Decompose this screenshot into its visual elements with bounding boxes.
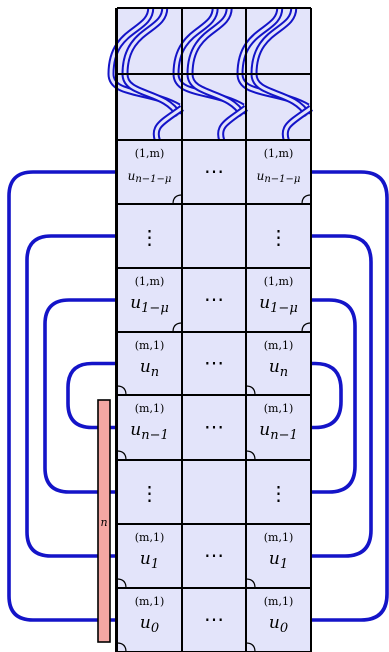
cell-label: u0 xyxy=(140,613,159,636)
corner-marker xyxy=(116,450,127,461)
cell-superscript: (1,m) xyxy=(135,147,165,160)
left-arc-outer xyxy=(7,170,117,622)
right-arc-outer xyxy=(311,170,389,622)
operator-label: n xyxy=(100,516,107,529)
cell-label: un−1−μ xyxy=(128,169,172,185)
cell-superscript: (m,1) xyxy=(135,595,165,608)
horizontal-ellipsis: ⋯ xyxy=(204,351,224,375)
operator-box xyxy=(97,399,111,643)
cell-superscript: (m,1) xyxy=(264,339,294,352)
cell-label: un−1−μ xyxy=(257,169,301,185)
vertical-ellipsis: ⋮ xyxy=(269,225,289,249)
corner-marker xyxy=(116,578,127,589)
cell-superscript: (1,m) xyxy=(264,147,294,160)
horizontal-ellipsis: ⋯ xyxy=(204,415,224,439)
cell-superscript: (1,m) xyxy=(135,275,165,288)
corner-marker xyxy=(245,450,256,461)
cell-superscript: (m,1) xyxy=(264,402,294,415)
cell-labels-layer: (1,m) un−1−μ (1,m) un−1−μ ⋯ ⋮ ⋮ (1,m) u1−μ (1,m) u… xyxy=(116,147,312,652)
vertical-ellipsis: ⋮ xyxy=(140,481,160,505)
cell-background-layer xyxy=(117,8,311,652)
corner-marker xyxy=(172,194,183,205)
vertical-ellipsis: ⋮ xyxy=(140,225,160,249)
horizontal-ellipsis: ⋯ xyxy=(204,543,224,567)
cell-label: un xyxy=(269,357,288,380)
crossing-tail-inner xyxy=(154,106,183,141)
corner-marker xyxy=(116,385,127,396)
operator-box-layer: n xyxy=(97,399,111,643)
cell-label: u1−μ xyxy=(130,293,169,316)
cell-background xyxy=(117,8,311,652)
cell-label: u1 xyxy=(140,549,159,572)
cell-label: un−1 xyxy=(259,420,298,443)
right-arc-inner xyxy=(311,361,343,430)
corner-marker xyxy=(245,578,256,589)
crossing-tail-inner xyxy=(219,106,247,141)
horizontal-ellipsis: ⋯ xyxy=(204,607,224,631)
cell-superscript: (m,1) xyxy=(264,531,294,544)
crossing-tail-inner xyxy=(283,106,312,141)
cell-superscript: (1,m) xyxy=(264,275,294,288)
cell-superscript: (m,1) xyxy=(135,531,165,544)
corner-marker xyxy=(301,194,312,205)
cell-superscript: (m,1) xyxy=(264,595,294,608)
corner-marker xyxy=(116,642,127,652)
corner-marker xyxy=(245,385,256,396)
horizontal-ellipsis: ⋯ xyxy=(204,287,224,311)
cell-label: un xyxy=(140,357,159,380)
corner-marker xyxy=(301,322,312,333)
grid-lines-layer xyxy=(115,7,312,652)
left-arc-2 xyxy=(25,234,117,558)
cell-label: u1−μ xyxy=(259,293,298,316)
cell-label: un−1 xyxy=(130,420,169,443)
corner-marker xyxy=(245,642,256,652)
connecting-arcs-layer xyxy=(7,170,389,622)
left-arc-inner xyxy=(66,361,117,430)
right-arc-2 xyxy=(311,234,373,558)
right-arc-3 xyxy=(311,298,357,494)
cell-label: u0 xyxy=(269,613,288,636)
cell-superscript: (m,1) xyxy=(135,402,165,415)
horizontal-ellipsis: ⋯ xyxy=(204,159,224,183)
cell-superscript: (m,1) xyxy=(135,339,165,352)
cell-label: u1 xyxy=(269,549,288,572)
vertical-ellipsis: ⋮ xyxy=(269,481,289,505)
corner-marker xyxy=(172,322,183,333)
left-arc-3 xyxy=(43,298,117,494)
